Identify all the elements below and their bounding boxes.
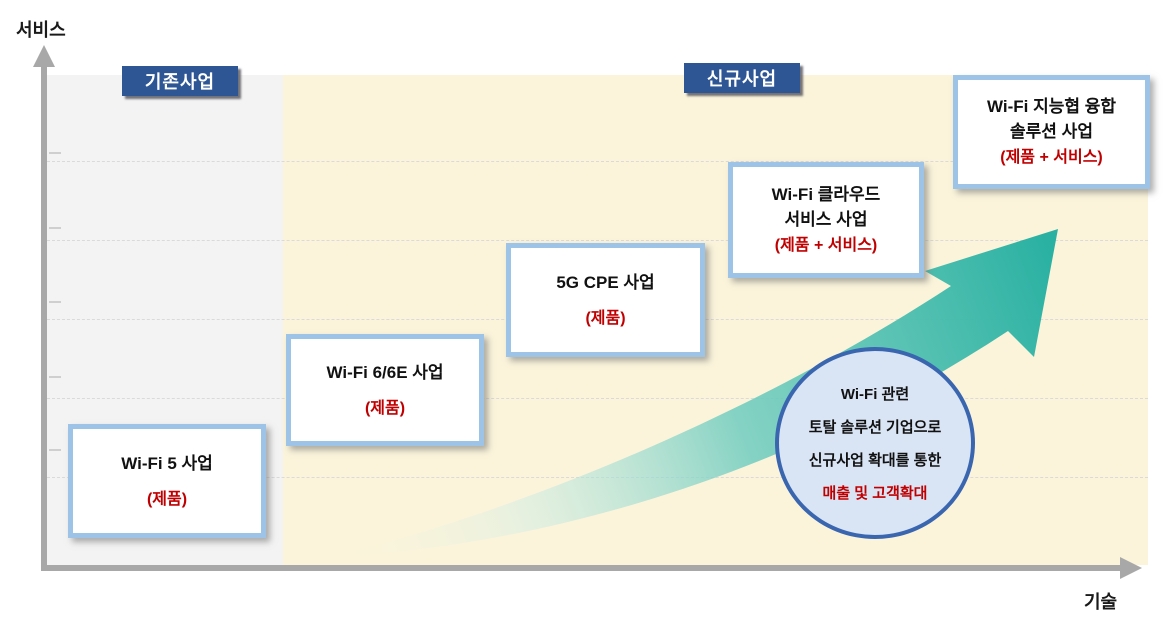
step-box-wifi5: Wi-Fi 5 사업 (제품) (68, 424, 266, 538)
goal-circle: Wi-Fi 관련 토탈 솔루션 기업으로 신규사업 확대를 통한 매출 및 고객… (775, 347, 975, 539)
gridline (47, 240, 1148, 241)
step-subtitle: (제품 + 서비스) (1000, 149, 1103, 166)
goal-line-2: 토탈 솔루션 기업으로 (808, 419, 942, 436)
step-subtitle: (제품) (364, 399, 406, 417)
y-axis-arrow-icon (33, 45, 55, 67)
step-box-wifi-intelligent-solution: Wi-Fi 지능협 융합 솔루션 사업 (제품 + 서비스) (953, 75, 1150, 189)
step-title-line2: 솔루션 사업 (1010, 122, 1093, 141)
step-title: Wi-Fi 클라우드 (771, 185, 881, 204)
y-axis-tick (49, 301, 61, 303)
step-box-wifi-cloud: Wi-Fi 클라우드 서비스 사업 (제품 + 서비스) (728, 162, 924, 278)
y-axis-tick (49, 227, 61, 229)
goal-line-3: 신규사업 확대를 통한 (808, 452, 942, 469)
step-box-5g-cpe: 5G CPE 사업 (제품) (506, 243, 705, 357)
step-title-line2: 서비스 사업 (784, 210, 868, 229)
x-axis-line (41, 565, 1123, 571)
step-title: Wi-Fi 5 사업 (121, 453, 213, 473)
y-axis-tick (49, 152, 61, 154)
step-subtitle: (제품) (585, 309, 626, 327)
step-title: Wi-Fi 지능협 융합 (986, 97, 1117, 116)
gridline (47, 161, 1148, 162)
y-axis-tick (49, 376, 61, 378)
gridline (47, 398, 1148, 399)
step-title: Wi-Fi 6/6E 사업 (326, 362, 444, 382)
x-axis-arrow-icon (1120, 557, 1142, 579)
y-axis-line (41, 64, 47, 570)
y-axis-tick (49, 449, 61, 451)
goal-line-1: Wi-Fi 관련 (840, 386, 910, 403)
step-subtitle: (제품 + 서비스) (774, 237, 878, 254)
goal-line-4: 매출 및 고객확대 (822, 485, 928, 502)
x-axis-label: 기술 (1084, 592, 1118, 612)
step-title: 5G CPE 사업 (556, 272, 655, 292)
step-box-wifi6: Wi-Fi 6/6E 사업 (제품) (286, 334, 484, 446)
y-axis-label: 서비스 (16, 20, 66, 40)
existing-business-badge: 기존사업 (122, 66, 238, 96)
new-business-badge: 신규사업 (684, 63, 800, 93)
step-subtitle: (제품) (146, 490, 188, 508)
